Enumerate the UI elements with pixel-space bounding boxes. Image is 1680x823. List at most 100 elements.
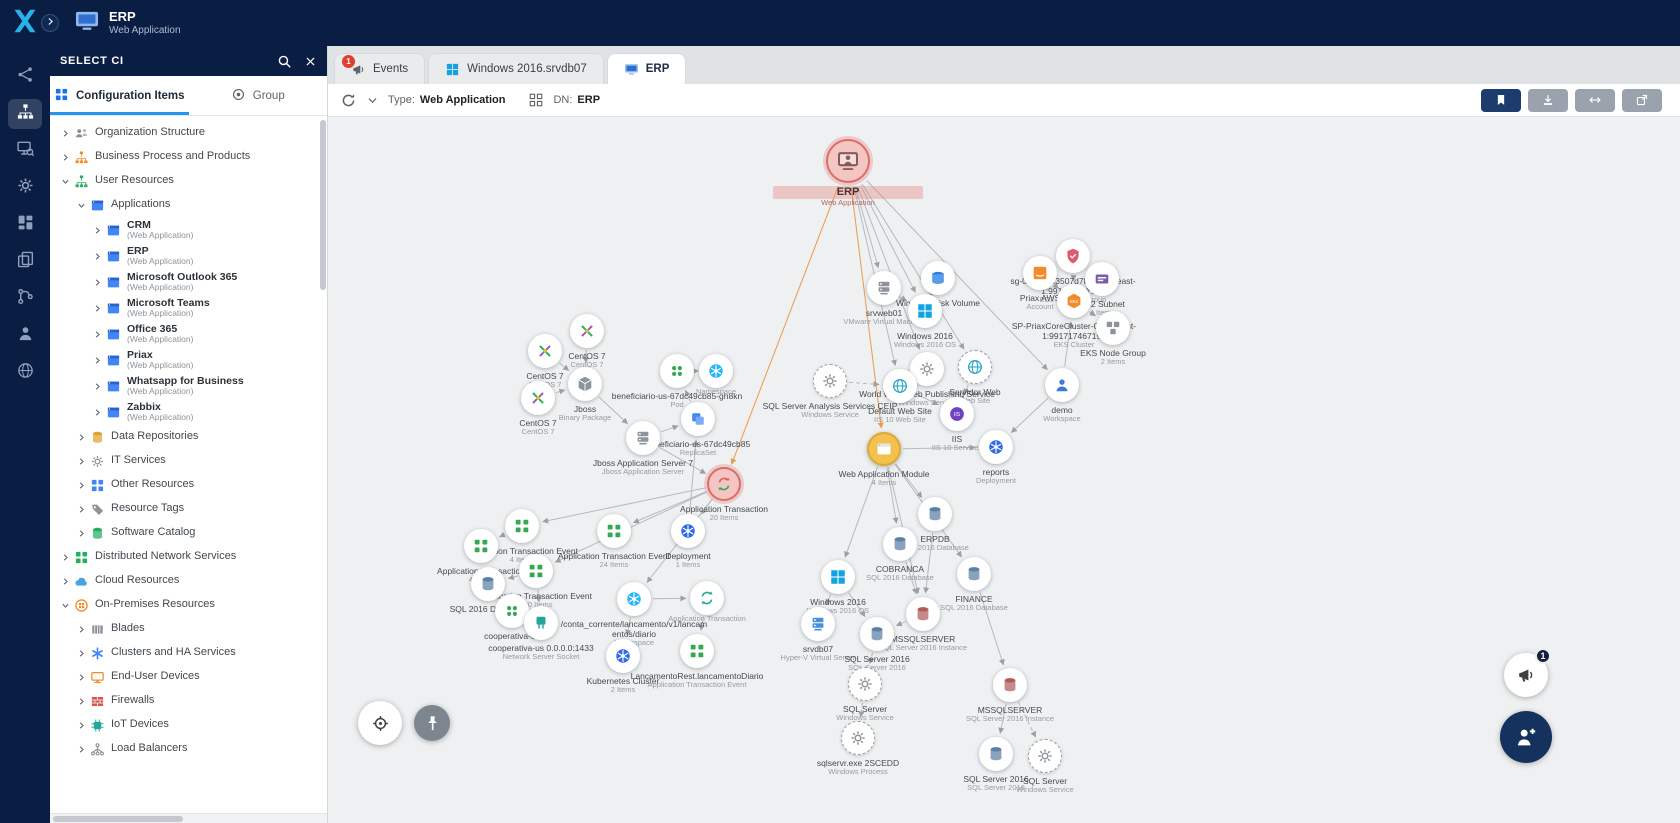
rail-item-windows-copy[interactable]	[8, 247, 42, 277]
node-bubble[interactable]	[1028, 739, 1062, 773]
tree-item-user-resources[interactable]: User Resources	[50, 169, 327, 193]
rail-item-help-globe[interactable]	[8, 358, 42, 388]
tree-expand-chevron[interactable]	[90, 382, 105, 391]
node-bubble[interactable]	[1045, 368, 1079, 402]
fit-width-button[interactable]	[1575, 88, 1615, 112]
node-bubble[interactable]	[519, 554, 553, 588]
tree-expand-chevron[interactable]	[58, 129, 73, 138]
node-bubble[interactable]	[626, 421, 660, 455]
tree-item-microsoft-teams[interactable]: Microsoft Teams(Web Application)	[50, 295, 327, 321]
node-bubble[interactable]	[1023, 256, 1057, 290]
refresh-icon[interactable]	[340, 92, 357, 109]
tree-expand-chevron[interactable]	[74, 433, 89, 442]
rail-expand-button[interactable]	[41, 14, 59, 32]
tree-expand-chevron[interactable]	[58, 177, 73, 186]
node-bubble[interactable]	[801, 607, 835, 641]
open-external-button[interactable]	[1622, 88, 1662, 112]
tree-horizontal-scrollbar[interactable]	[53, 816, 183, 822]
search-icon[interactable]	[277, 54, 292, 69]
tree-expand-chevron[interactable]	[74, 505, 89, 514]
announcements-button[interactable]: 1	[1504, 648, 1551, 697]
tree-item-applications[interactable]: Applications	[50, 193, 327, 217]
tree-item-crm[interactable]: CRM(Web Application)	[50, 217, 327, 243]
node-bubble[interactable]	[660, 354, 694, 388]
close-icon[interactable]	[304, 55, 317, 68]
node-bubble[interactable]	[471, 567, 505, 601]
doc-tab-erp[interactable]: ERP	[606, 53, 687, 84]
node-bubble[interactable]	[606, 639, 640, 673]
tree-item-software-catalog[interactable]: Software Catalog	[50, 521, 327, 545]
tree-expand-chevron[interactable]	[90, 330, 105, 339]
node-bubble[interactable]	[979, 737, 1013, 771]
node-bubble[interactable]	[568, 367, 602, 401]
pin-view-button[interactable]	[1481, 88, 1521, 112]
node-bubble[interactable]	[867, 271, 901, 305]
node-bubble[interactable]	[848, 667, 882, 701]
node-bubble[interactable]	[958, 350, 992, 384]
tree-expand-chevron[interactable]	[74, 625, 89, 634]
tree-item-microsoft-outlook-365[interactable]: Microsoft Outlook 365(Web Application)	[50, 269, 327, 295]
rail-item-topology-map[interactable]	[8, 99, 42, 129]
node-bubble[interactable]	[699, 354, 733, 388]
node-bubble[interactable]	[495, 594, 529, 628]
tree-expand-chevron[interactable]	[90, 356, 105, 365]
pin-canvas-button[interactable]	[414, 705, 450, 741]
tree-expand-chevron[interactable]	[90, 226, 105, 235]
node-bubble[interactable]	[1085, 262, 1119, 296]
tree-expand-chevron[interactable]	[74, 481, 89, 490]
download-button[interactable]	[1528, 88, 1568, 112]
node-bubble[interactable]	[908, 294, 942, 328]
tree-item-firewalls[interactable]: Firewalls	[50, 689, 327, 713]
tree-expand-chevron[interactable]	[74, 745, 89, 754]
tree-expand-chevron[interactable]	[74, 529, 89, 538]
node-bubble[interactable]	[680, 634, 714, 668]
doc-tab-windows-2016-srvdb07[interactable]: Windows 2016.srvdb07	[428, 53, 604, 84]
tree-expand-chevron[interactable]	[74, 673, 89, 682]
node-bubble[interactable]	[979, 430, 1013, 464]
rail-item-monitor-search[interactable]	[8, 136, 42, 166]
rail-item-settings[interactable]	[8, 173, 42, 203]
tree-item-whatsapp-for-business[interactable]: Whatsapp for Business(Web Application)	[50, 373, 327, 399]
node-bubble[interactable]	[883, 369, 917, 403]
tree-item-organization-structure[interactable]: Organization Structure	[50, 121, 327, 145]
node-bubble[interactable]	[570, 314, 604, 348]
tree-item-business-process-and-products[interactable]: Business Process and Products	[50, 145, 327, 169]
tree-item-on-premises-resources[interactable]: On-Premises Resources	[50, 593, 327, 617]
node-bubble[interactable]	[505, 509, 539, 543]
node-bubble[interactable]	[860, 617, 894, 651]
rail-item-pipelines[interactable]	[8, 284, 42, 314]
tree-item-priax[interactable]: Priax(Web Application)	[50, 347, 327, 373]
node-bubble[interactable]	[957, 557, 991, 591]
rail-item-share-nodes[interactable]	[8, 62, 42, 92]
node-bubble[interactable]	[1096, 311, 1130, 345]
tree-expand-chevron[interactable]	[90, 408, 105, 417]
tree-expand-chevron[interactable]	[58, 553, 73, 562]
map-node-sqldb16[interactable]: SQL 2016 Database	[413, 567, 563, 614]
node-bubble[interactable]	[993, 668, 1027, 702]
tree-item-resource-tags[interactable]: Resource Tags	[50, 497, 327, 521]
